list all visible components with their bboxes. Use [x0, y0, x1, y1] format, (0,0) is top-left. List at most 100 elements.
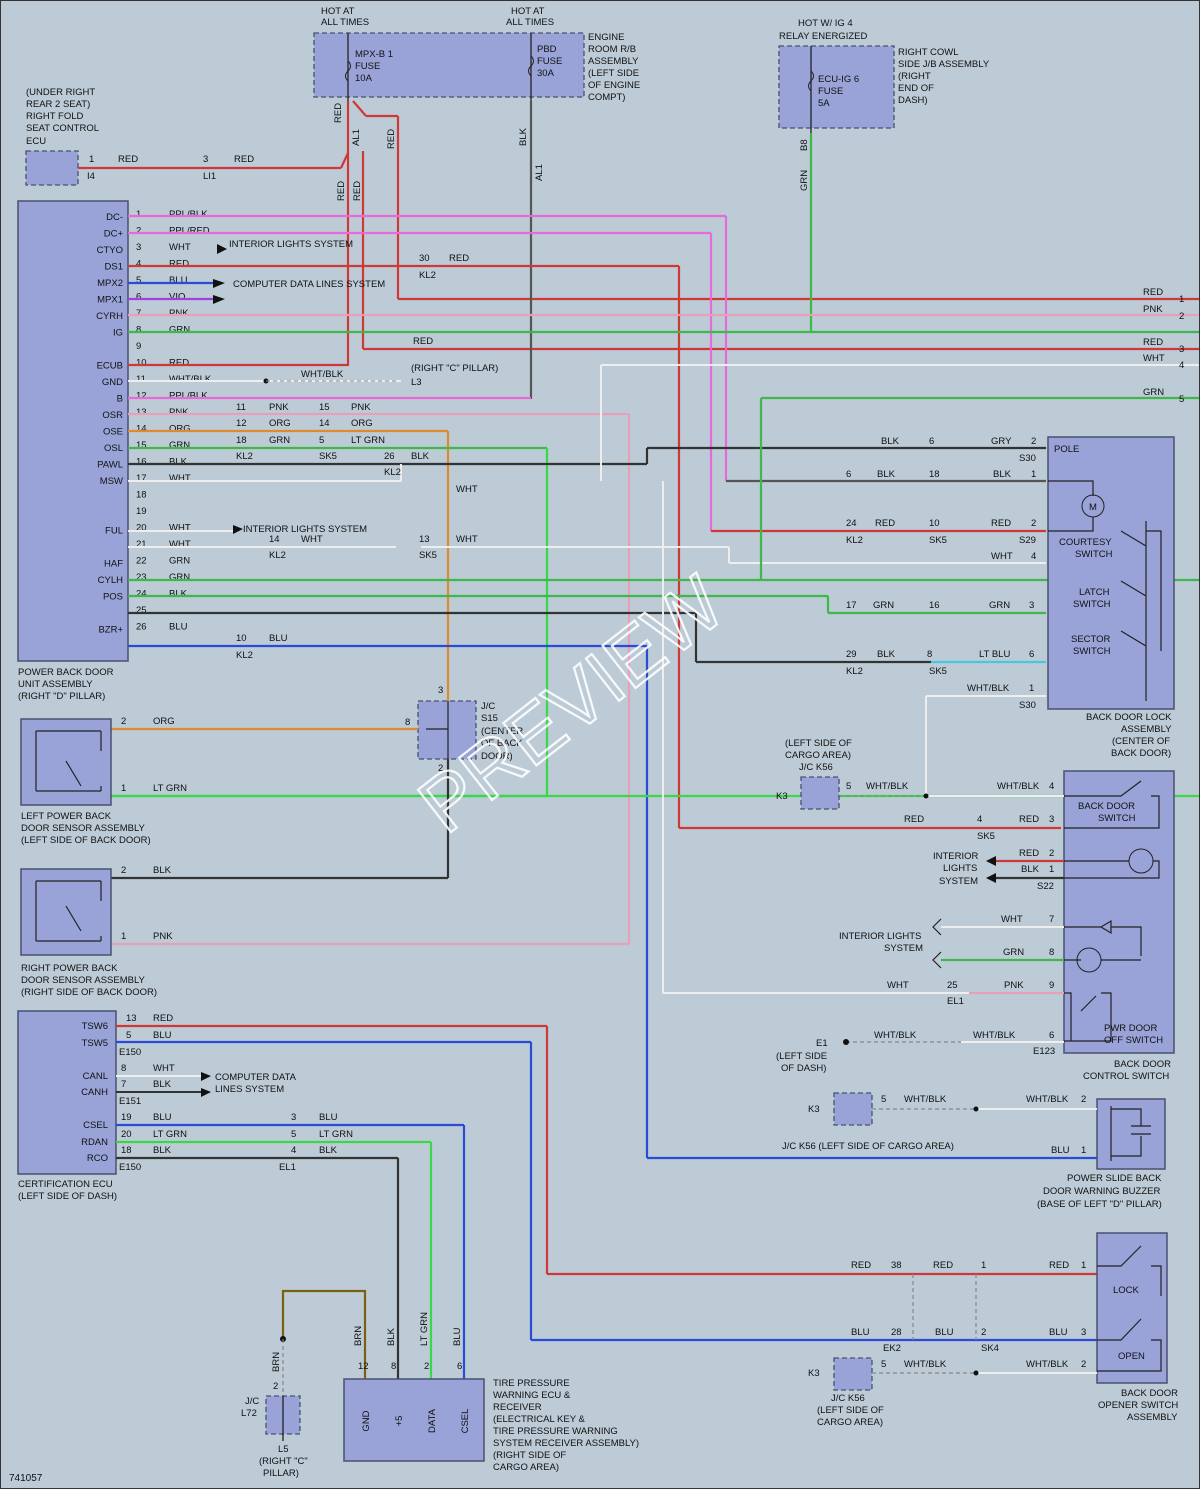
wire-label: 5 [881, 1094, 886, 1105]
wire-label: 6 [1029, 649, 1034, 660]
fuse-mpxb-icon [345, 60, 351, 82]
left-sensor-label: LEFT POWER BACK [21, 811, 112, 822]
wire-label: 14 [269, 534, 280, 545]
seat-ecu-box [25, 150, 79, 186]
pbd-pin-num: 14 [136, 424, 147, 435]
wire-label: RED [904, 814, 924, 825]
pbd-pin-name: OSR [102, 410, 123, 421]
wire-label: 15 [319, 402, 330, 413]
cert-ecu-label2: (LEFT SIDE OF DASH) [18, 1191, 117, 1202]
wire-label: KL2 [384, 467, 401, 478]
wire-label: WHT/BLK [997, 781, 1040, 792]
jc-s15-wiring [426, 701, 449, 759]
arrow-comp-data-icon [213, 279, 225, 288]
wire-label: SK5 [419, 550, 437, 561]
seat-ecu-label: (UNDER RIGHT [26, 87, 95, 98]
opener-lock: LOCK [1113, 1285, 1140, 1296]
wire-label: S29 [1019, 535, 1036, 546]
wire-label: BLU [1049, 1327, 1068, 1338]
k56c-label2: (LEFT SIDE OF [817, 1405, 884, 1416]
wire-label: BLU [153, 1030, 172, 1041]
wire-label: SK5 [929, 535, 947, 546]
wire-label: PNK [1004, 980, 1024, 991]
wire-label: GRY [991, 436, 1012, 447]
wire-label: RED [413, 336, 433, 347]
pbd-wire-color: VIO [169, 292, 185, 303]
tpw-label2: WARNING ECU & [493, 1390, 571, 1401]
wire-label: WHT [991, 551, 1013, 562]
wire-label: 38 [891, 1260, 902, 1271]
right-edge-num: 1 [1179, 294, 1184, 305]
wire-label: WHT/BLK [866, 781, 909, 792]
wire-label: 9 [1049, 980, 1054, 991]
buzzer-label: POWER SLIDE BACK [1067, 1173, 1162, 1184]
pbd-pin-num: 8 [136, 325, 141, 336]
arrow-comp-data2-icon [213, 295, 225, 304]
engine-rb-label2: ROOM R/B [588, 44, 636, 55]
pbd-wire-color: PPL/BLK [169, 391, 208, 402]
wire-label: GRN [873, 600, 894, 611]
seat-wire-red: RED [118, 154, 138, 165]
engine-rb-box [313, 32, 585, 98]
arrow-canl-icon [201, 1072, 211, 1081]
pbd-unit-label2: UNIT ASSEMBLY [18, 679, 93, 690]
pbd-pin-name: MPX2 [97, 278, 123, 289]
pbd-pin-num: 18 [136, 490, 147, 501]
wire-label: BLK [1021, 864, 1040, 875]
pbd-wire-color: GRN [169, 440, 190, 451]
left-sensor-label2: DOOR SENSOR ASSEMBLY [21, 823, 146, 834]
note-right-c-pillar: (RIGHT "C" PILLAR) [411, 363, 498, 374]
wire-label: 12 [236, 418, 247, 429]
wire-label: WHT [153, 1063, 175, 1074]
wire-label: LT GRN [153, 1129, 187, 1140]
wire-label: 26 [384, 451, 395, 462]
buzzer-label2: DOOR WARNING BUZZER [1043, 1186, 1160, 1197]
pbd-unit-box [17, 200, 129, 662]
lock-pole-label: POLE [1054, 444, 1079, 455]
pbd-pin-num: 21 [136, 539, 147, 550]
lsens-pin2: 2 [121, 716, 126, 727]
pbd-pin-name: POS [103, 592, 123, 603]
switch-wiring [1120, 521, 1162, 701]
wire-label: KL2 [846, 666, 863, 677]
seat-ecu-label3: RIGHT FOLD [26, 111, 83, 122]
tpw-label8: CARGO AREA) [493, 1462, 559, 1473]
wire-label: E150 [119, 1047, 141, 1058]
wire-label: SK5 [977, 831, 995, 842]
ctrl-int-label3: SYSTEM [939, 876, 978, 887]
cert-comp-label: COMPUTER DATA [215, 1072, 297, 1083]
pbd-pin-name: PAWL [97, 460, 123, 471]
tpw-label6: SYSTEM RECEIVER ASSEMBLY) [493, 1438, 639, 1449]
bds-wiring [1064, 780, 1160, 829]
wire-label: EK2 [883, 1343, 901, 1354]
wire-label: GRN [989, 600, 1010, 611]
jc-s15-pin8: 8 [405, 717, 410, 728]
pbd-wire-color: PPL/BLK [169, 209, 208, 220]
wire-label: WHT [456, 484, 478, 495]
pbd-pin-num: 20 [136, 523, 147, 534]
pbd-pin-num: 4 [136, 259, 141, 270]
jc-s15-label2: S15 [481, 713, 498, 724]
lsens-org: ORG [153, 716, 175, 727]
lock-assy-box [1047, 436, 1175, 710]
wire-label: 17 [846, 600, 857, 611]
pbd-pin-name: DC+ [104, 229, 124, 240]
pbd-fuse-label2: FUSE [537, 56, 562, 67]
opener-wiring [1097, 1245, 1162, 1372]
wire-label: 16 [929, 600, 940, 611]
right-edge-num: 3 [1179, 344, 1184, 355]
mpxb-fuse-label3: 10A [355, 73, 373, 84]
cert-pin-name: CSEL [83, 1120, 108, 1131]
pbd-pin-num: 24 [136, 589, 147, 600]
pbd-pin-num: 16 [136, 457, 147, 468]
wire-label: 5 [846, 781, 851, 792]
lbl-blk-v2: BLK [386, 1327, 397, 1346]
wire-label: S30 [1019, 700, 1036, 711]
wire-label: ORG [269, 418, 291, 429]
seat-ecu-label2: REAR 2 SEAT) [26, 99, 90, 110]
pbd-pin-name: OSE [103, 427, 123, 438]
ctrl-int2-label2: SYSTEM [884, 943, 923, 954]
tpw-ecu-box [343, 1378, 485, 1462]
